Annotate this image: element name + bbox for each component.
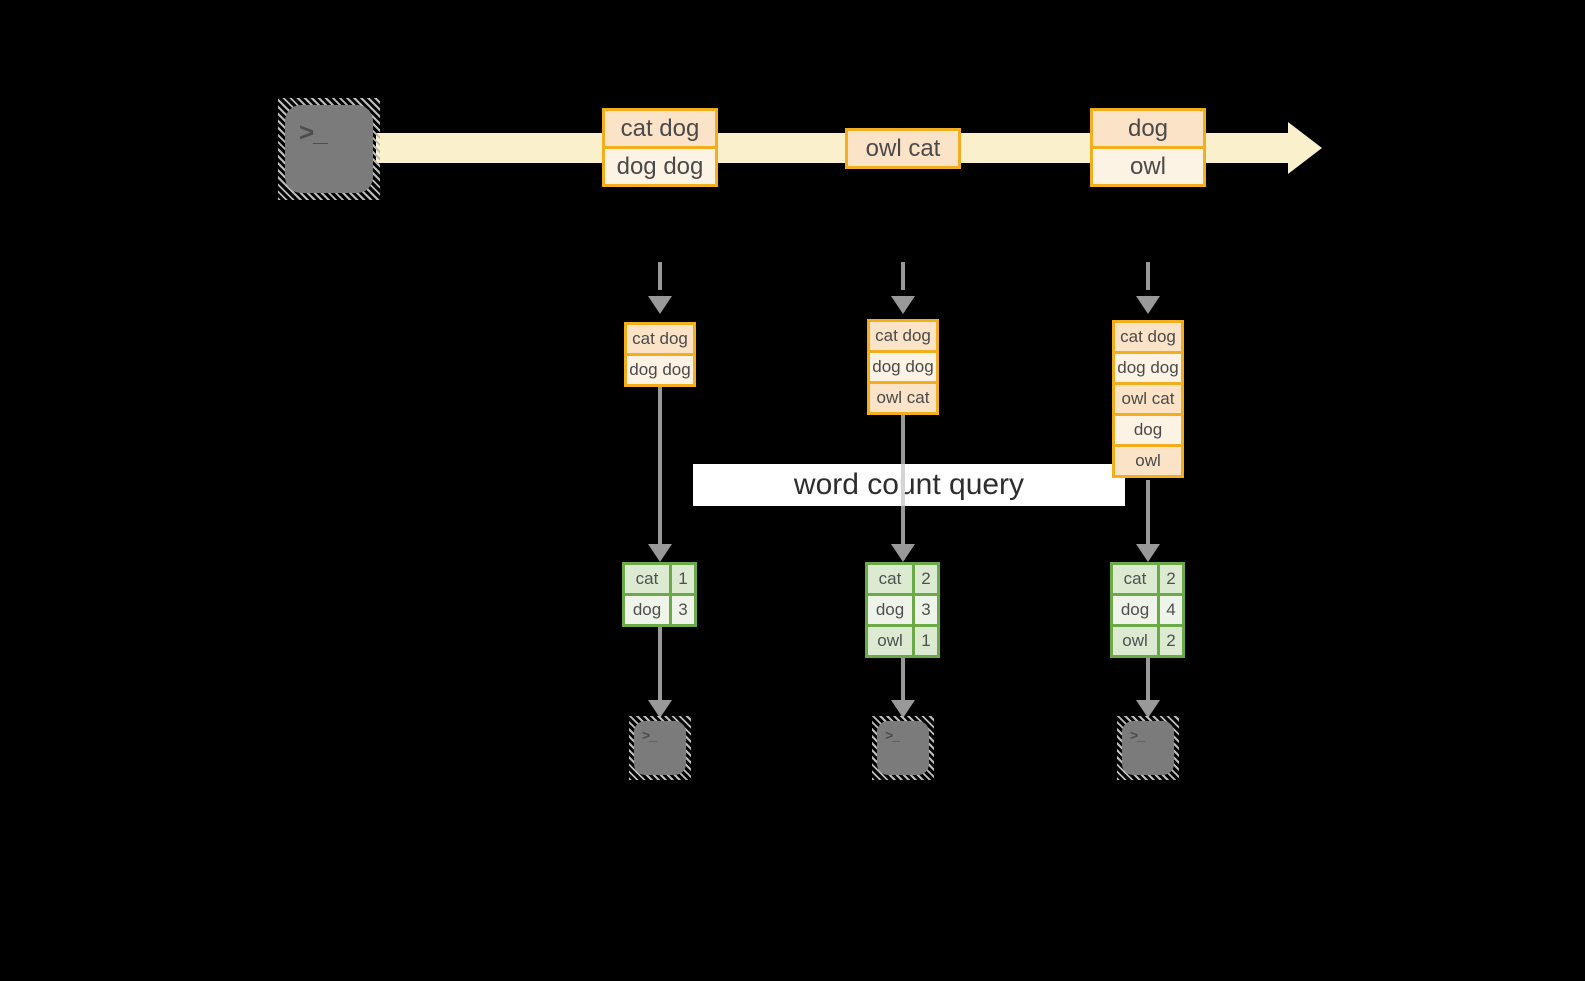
count-value-cell: 3	[915, 596, 937, 624]
terminal-sink-icon-3: >_	[1117, 716, 1179, 780]
buffer-row: dog dog	[870, 350, 936, 381]
terminal-box: >_	[634, 721, 686, 775]
input-buffer-3: cat dog dog dog owl cat dog owl	[1112, 320, 1184, 478]
stream-batch-3-row: owl	[1093, 146, 1203, 184]
output-arrow-head-1	[648, 700, 672, 718]
count-word-cell: cat	[625, 565, 669, 593]
count-value-cell: 2	[1160, 565, 1182, 593]
terminal-source-icon: >_	[278, 98, 380, 200]
terminal-prompt-glyph: >_	[642, 727, 657, 743]
ingest-arrow-head-3	[1136, 296, 1160, 314]
count-word-cell: cat	[1113, 565, 1157, 593]
query-arrow-overlay-line	[901, 464, 905, 506]
buffer-row: dog	[1115, 413, 1181, 444]
stream-batch-2: owl cat	[845, 128, 961, 169]
query-arrow-head-1	[648, 544, 672, 562]
buffer-row: dog dog	[627, 353, 693, 384]
output-arrow-line-2	[901, 658, 905, 700]
stream-batch-1-row: dog dog	[605, 146, 715, 184]
terminal-prompt-glyph: >_	[299, 117, 328, 147]
ingest-arrow-head-1	[648, 296, 672, 314]
count-word-cell: owl	[1113, 627, 1157, 655]
query-arrow-line-1	[658, 387, 662, 544]
count-value-cell: 4	[1160, 596, 1182, 624]
query-arrow-head-2	[891, 544, 915, 562]
query-arrow-head-3	[1136, 544, 1160, 562]
buffer-row: owl	[1115, 444, 1181, 475]
stream-arrow-head	[1288, 122, 1322, 174]
ingest-arrow-head-2	[891, 296, 915, 314]
buffer-row: cat dog	[1115, 323, 1181, 351]
count-word-cell: dog	[625, 596, 669, 624]
ingest-arrow-line-3	[1146, 262, 1150, 290]
ingest-arrow-line-1	[658, 262, 662, 290]
count-table-2: cat 2 dog 3 owl 1	[865, 562, 940, 658]
count-word-cell: dog	[1113, 596, 1157, 624]
terminal-sink-icon-2: >_	[872, 716, 934, 780]
buffer-row: cat dog	[627, 325, 693, 353]
stream-batch-3: dog owl	[1090, 108, 1206, 187]
stream-batch-2-row: owl cat	[848, 131, 958, 166]
count-word-cell: dog	[868, 596, 912, 624]
count-word-cell: owl	[868, 627, 912, 655]
buffer-row: owl cat	[870, 381, 936, 412]
terminal-sink-icon-1: >_	[629, 716, 691, 780]
stream-batch-1: cat dog dog dog	[602, 108, 718, 187]
stream-batch-1-row: cat dog	[605, 111, 715, 146]
output-arrow-head-3	[1136, 700, 1160, 718]
stream-batch-3-row: dog	[1093, 111, 1203, 146]
terminal-prompt-glyph: >_	[1130, 727, 1145, 743]
output-arrow-line-3	[1146, 658, 1150, 700]
input-buffer-2: cat dog dog dog owl cat	[867, 319, 939, 415]
query-label-text: word count query	[793, 468, 1025, 501]
count-value-cell: 1	[672, 565, 694, 593]
output-arrow-head-2	[891, 700, 915, 718]
terminal-box: >_	[285, 105, 373, 193]
terminal-box: >_	[877, 721, 929, 775]
buffer-row: owl cat	[1115, 382, 1181, 413]
count-word-cell: cat	[868, 565, 912, 593]
query-arrow-line-3	[1146, 480, 1150, 544]
input-buffer-1: cat dog dog dog	[624, 322, 696, 387]
terminal-box: >_	[1122, 721, 1174, 775]
ingest-arrow-line-2	[901, 262, 905, 290]
output-arrow-line-1	[658, 627, 662, 700]
count-value-cell: 3	[672, 596, 694, 624]
count-table-3: cat 2 dog 4 owl 2	[1110, 562, 1185, 658]
count-table-1: cat 1 dog 3	[622, 562, 697, 627]
buffer-row: cat dog	[870, 322, 936, 350]
count-value-cell: 2	[915, 565, 937, 593]
buffer-row: dog dog	[1115, 351, 1181, 382]
query-label: word count query	[693, 464, 1125, 506]
terminal-prompt-glyph: >_	[885, 727, 900, 743]
count-value-cell: 2	[1160, 627, 1182, 655]
count-value-cell: 1	[915, 627, 937, 655]
